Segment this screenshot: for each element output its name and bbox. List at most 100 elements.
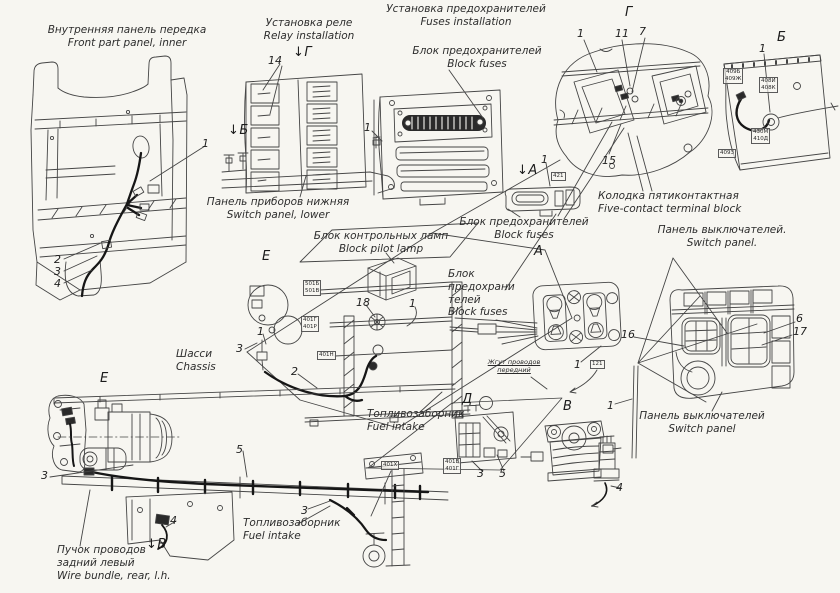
callout-1-side-view: 1 — [541, 153, 548, 166]
label-block-pilot-lamp-en: Block pilot lamp — [338, 242, 424, 255]
label-block-fuses-stacked: Блок предохрани телей Block fuses — [448, 268, 515, 319]
callout-1-front-panel: 1 — [202, 137, 209, 150]
label-block-fuses-mid-ru: Блок предохранителей — [459, 216, 589, 228]
wire-tag-401g: 401Г 401Р — [301, 316, 319, 332]
callout-14: 14 — [268, 54, 282, 67]
callout-3-wire: 3 — [301, 504, 308, 517]
callout-1-b-view: 1 — [759, 42, 766, 55]
label-block-fuses-top: Блок предохранителей Block fuses — [412, 45, 541, 71]
label-front-panel: Внутренняя панель передка Front part pan… — [48, 24, 207, 50]
label-switch-panel-title: Панель выключателей. Switch panel. — [658, 224, 787, 250]
callout-3-e-view: 3 — [236, 342, 243, 355]
label-five-contact-ru: Колодка пятиконтактная — [598, 190, 739, 202]
a-view-wire-fan — [449, 317, 685, 394]
wire-tag-401n: 401Н — [317, 351, 336, 360]
g-view-drawing — [553, 37, 713, 192]
label-fuel-intake-low-en: Fuel intake — [243, 529, 301, 542]
view-letter-g-top: Г — [625, 5, 633, 20]
view-letter-e-mid: Е — [262, 249, 271, 264]
label-fuses-ru: Установка предохранителей — [386, 3, 546, 15]
wire-tag-421: 421 — [551, 172, 566, 181]
callout-1-fuse-panel: 1 — [364, 121, 371, 134]
label-switch-panel-bottom-en: Switch panel — [668, 422, 736, 435]
wire-tag-409b: 409Б 409Ж — [723, 68, 744, 84]
label-switch-panel-lower-en: Switch panel, lower — [226, 208, 330, 221]
callout-4-connector: 4 — [616, 481, 623, 494]
callout-2-front: 2 — [54, 253, 61, 266]
label-fuses-installation: Установка предохранителей Fuses installa… — [386, 3, 546, 29]
callout-18: 18 — [356, 296, 370, 309]
callout-1-e-view: 1 — [257, 325, 264, 338]
label-five-contact-en: Five-contact terminal block — [598, 202, 742, 215]
relay-block-drawing — [221, 63, 395, 198]
view-letter-b-top: Б — [777, 30, 787, 45]
callout-3-engine: 3 — [41, 469, 48, 482]
wire-tag-401x: 401Х — [381, 461, 400, 470]
front-panel-drawing — [30, 55, 206, 301]
label-fuel-intake-mid-en: Fuel intake — [367, 420, 425, 433]
view-arrow-b: ↓Б — [228, 123, 249, 138]
view-letter-e-chassis: Е — [100, 371, 109, 386]
label-block-pilot-lamp-ru: Блок контрольных ламп — [313, 230, 449, 242]
callout-1-strip: 1 — [607, 399, 614, 412]
a-view-fuse-block — [532, 281, 622, 351]
callout-4-bracket: 4 — [170, 514, 177, 527]
chassis-drawing — [47, 383, 456, 568]
callout-4-front: 4 — [54, 277, 61, 290]
wire-tag-501b: 501Б 501В — [303, 280, 322, 296]
label-block-fuses-top-en: Block fuses — [447, 57, 507, 70]
callout-11: 11 — [615, 27, 629, 40]
label-switch-panel-title-en: Switch panel. — [686, 236, 758, 249]
label-switch-panel-lower: Панель приборов нижняя Switch panel, low… — [207, 196, 349, 222]
callout-2-cable: 2 — [291, 365, 298, 378]
wire-tag-121: 121 — [590, 360, 605, 369]
v-view-drawing — [520, 420, 622, 482]
label-block-fuses-top-ru: Блок предохранителей — [412, 45, 542, 57]
callout-1-lamp: 1 — [409, 297, 416, 310]
callout-6: 6 — [796, 312, 803, 325]
wire-tag-408i: 408И 408К — [759, 77, 778, 93]
label-fuel-intake-mid-ru: Топливозаборник — [367, 408, 465, 420]
view-arrow-v: ↓В — [146, 537, 167, 552]
label-front-panel-en: Front part panel, inner — [67, 36, 187, 49]
label-relay-installation: Установка реле Relay installation — [264, 17, 355, 43]
label-chassis-en: Chassis — [176, 360, 216, 373]
label-relay-ru: Установка реле — [265, 17, 353, 29]
label-five-contact: Колодка пятиконтактная Five-contact term… — [598, 190, 741, 216]
label-block-pilot-lamp: Блок контрольных ламп Block pilot lamp — [314, 230, 448, 256]
callout-3-front: 3 — [54, 265, 61, 278]
label-switch-panel-bottom: Панель выключателей Switch panel — [639, 410, 764, 436]
label-switch-panel-bottom-ru: Панель выключателей — [639, 410, 765, 422]
label-block-fuses-mid-en: Block fuses — [494, 228, 554, 241]
label-fuses-en: Fuses installation — [420, 15, 512, 28]
switch-panel-drawing — [614, 257, 796, 459]
view-arrow-g: ↓Г — [293, 45, 313, 60]
view-letter-d: Д — [462, 392, 473, 407]
label-switch-panel-lower-ru: Панель приборов нижняя — [206, 196, 350, 208]
label-fuel-intake-mid: Топливозаборник Fuel intake — [367, 408, 464, 434]
callout-1-a-view: 1 — [574, 358, 581, 371]
label-harness-note: Жгут проводов передний — [487, 358, 541, 375]
misc-leader-lines — [530, 376, 548, 390]
view-letter-a: А — [534, 244, 544, 259]
callout-1-g-view: 1 — [577, 27, 584, 40]
label-chassis-ru: Шасси — [176, 348, 213, 360]
view-letter-v: В — [563, 399, 573, 414]
fuse-block-side-view — [504, 121, 625, 291]
wire-tag-430m: 430М 410Д — [751, 128, 771, 144]
label-fuel-intake-low-ru: Топливозаборник — [243, 517, 341, 529]
label-front-panel-ru: Внутренняя панель передка — [47, 24, 207, 36]
connector-drawing — [591, 435, 621, 508]
fuse-panel-drawing — [371, 69, 504, 206]
label-chassis: Шасси Chassis — [176, 348, 216, 374]
wire-tag-409z: 409З — [718, 149, 737, 158]
label-relay-en: Relay installation — [263, 29, 355, 42]
callout-5-cable: 5 — [236, 443, 243, 456]
callout-5-d-view: 5 — [499, 467, 506, 480]
callout-17: 17 — [793, 325, 807, 338]
callout-15: 15 — [602, 154, 616, 167]
view-arrow-a: ↓А — [517, 163, 538, 178]
label-block-fuses-mid: Блок предохранителей Block fuses — [459, 216, 588, 242]
e-view-drawing — [244, 159, 573, 429]
